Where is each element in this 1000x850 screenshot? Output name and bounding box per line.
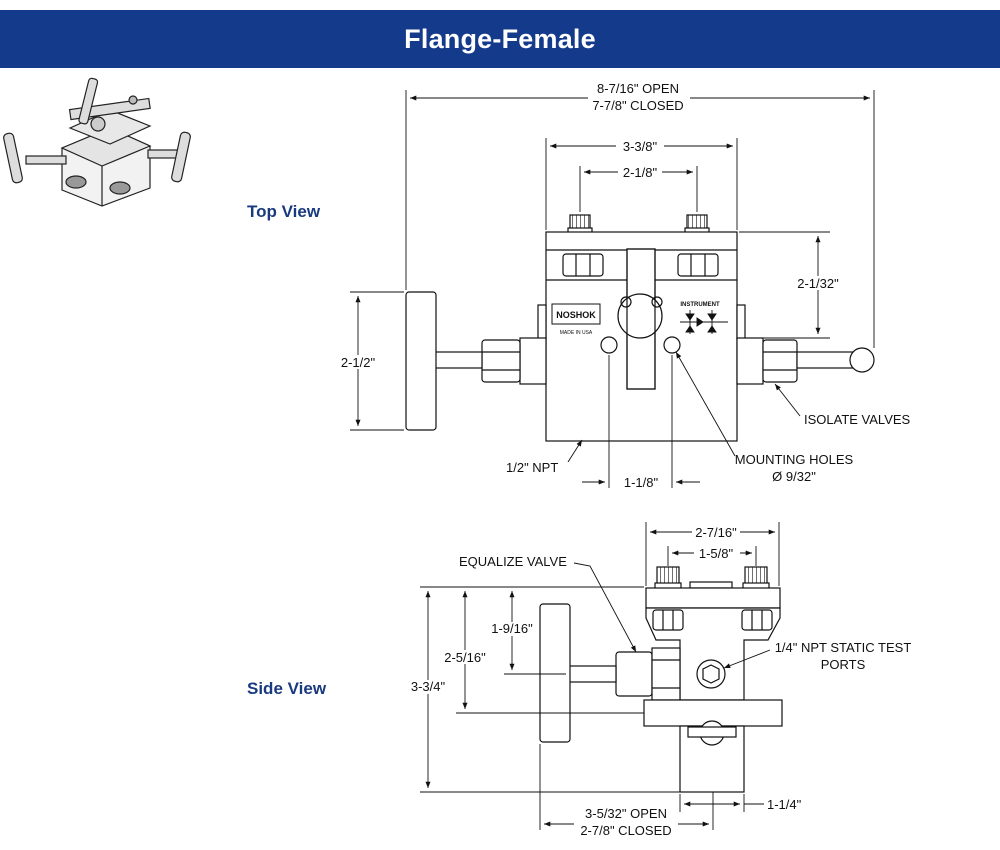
dim-hole-spacing: 1-1/8" [624,475,659,490]
dim-handle-height: 2-1/2" [341,355,376,370]
label-equalize-valve: EQUALIZE VALVE [459,554,567,569]
dim-side-port-spacing: 1-5/8" [699,546,734,561]
label-static-ports-2: PORTS [821,657,866,672]
dim-top-width: 2-7/16" [695,525,737,540]
top-view-labels: 8-7/16" OPEN 7-7/8" CLOSED 3-3/8" 2-1/8"… [336,81,911,490]
page-title: Flange-Female [404,23,596,54]
top-view-label: Top View [247,202,321,221]
dim-port-spacing: 2-1/8" [623,165,658,180]
dim-height-right: 2-1/32" [797,276,839,291]
dim-bottom-open: 3-5/32" OPEN [585,806,667,821]
made-in-usa: MADE IN USA [560,330,593,336]
label-hole-diameter: Ø 9/32" [772,469,816,484]
side-view-drawing [539,566,783,793]
dim-3-3-4: 3-3/4" [411,679,446,694]
side-view-label: Side View [247,679,327,698]
label-mounting-holes: MOUNTING HOLES [735,452,854,467]
label-static-ports-1: 1/4" NPT STATIC TEST [775,640,912,655]
isometric-thumbnail [3,77,191,207]
brand-logo: NOSHOK [556,310,596,320]
label-half-npt: 1/2" NPT [506,460,558,475]
dim-overall-closed: 7-7/8" CLOSED [592,98,683,113]
dim-bottom-closed: 2-7/8" CLOSED [580,823,671,838]
dim-2-5-16: 2-5/16" [444,650,486,665]
dim-overall-open: 8-7/16" OPEN [597,81,679,96]
dim-1-9-16: 1-9/16" [491,621,533,636]
dim-bottom-right: 1-1/4" [767,797,802,812]
side-view-dimensions [420,522,780,830]
side-view-labels: EQUALIZE VALVE 2-7/16" 1-5/8" 1/4" NPT S… [404,525,911,838]
label-isolate-valves: ISOLATE VALVES [804,412,911,427]
dim-body-width: 3-3/8" [623,139,658,154]
title-banner: Flange-Female [0,10,1000,68]
instrument-label: INSTRUMENT [680,302,720,308]
top-view-drawing [405,214,875,442]
